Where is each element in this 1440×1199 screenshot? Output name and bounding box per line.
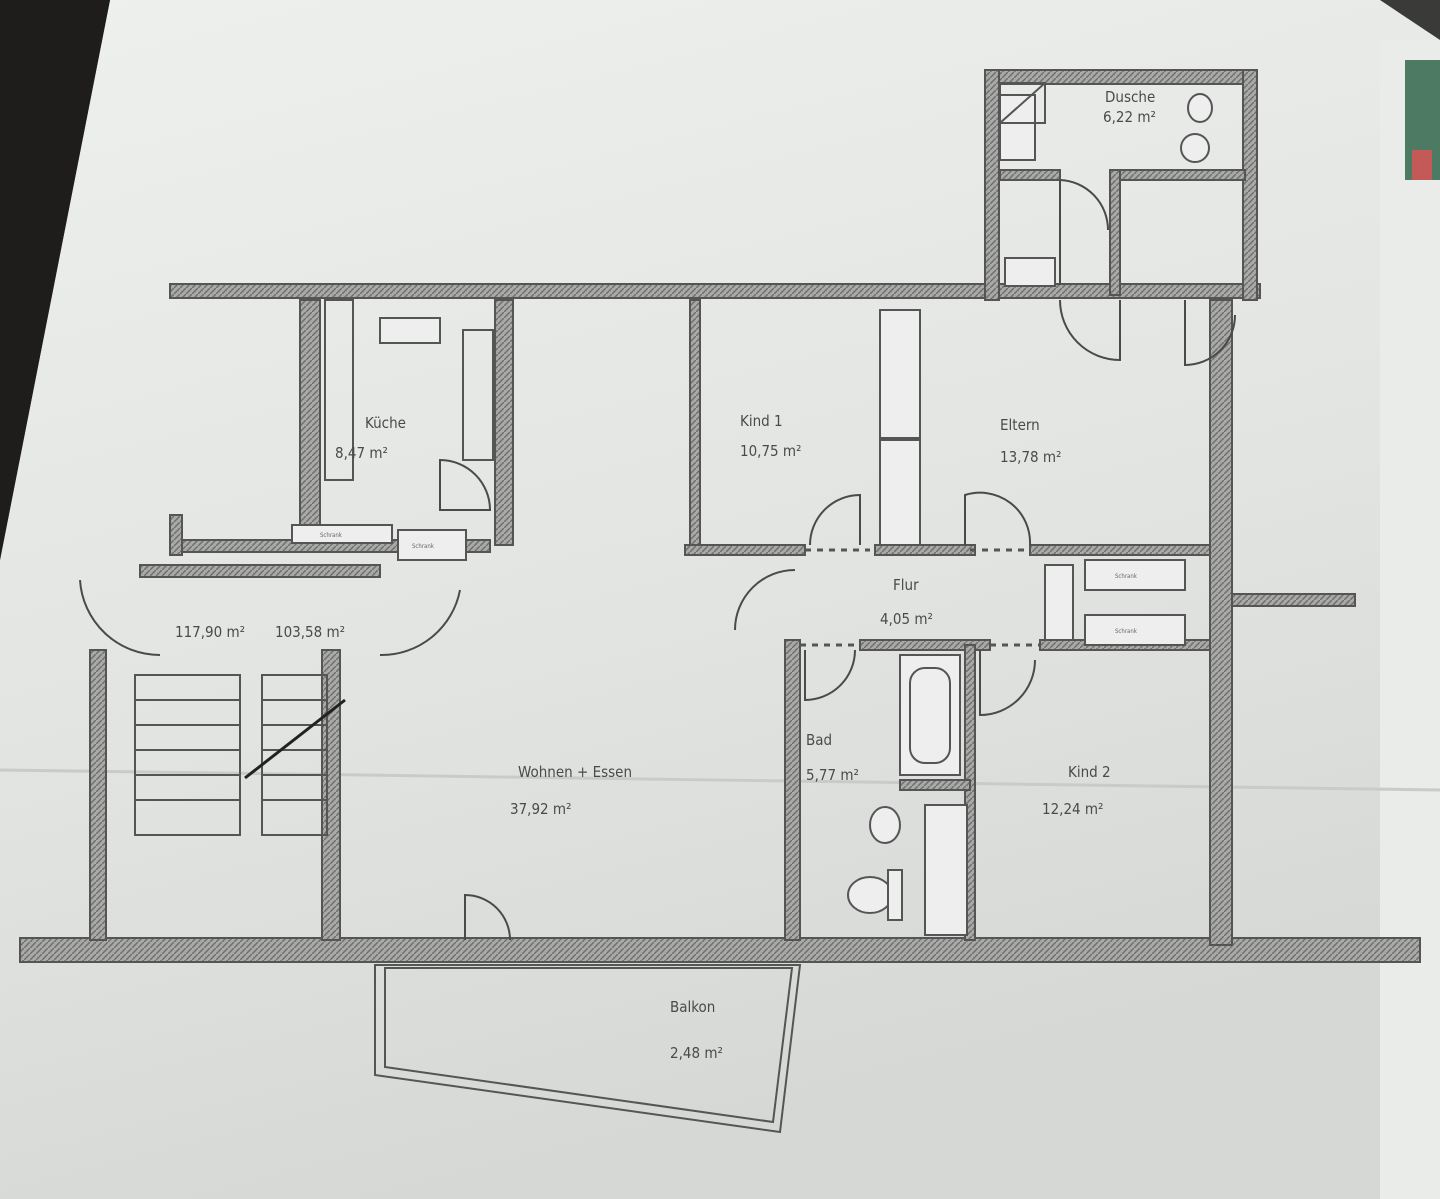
room-area-bad: 5,77 m² [806,766,859,784]
room-name-dusche: Dusche [1105,88,1155,106]
room-area-kind1: 10,75 m² [740,442,801,460]
table-edge [0,0,110,560]
room-name-flur: Flur [893,576,919,594]
room-name-kueche: Küche [365,414,406,432]
room-name-kind1: Kind 1 [740,412,783,430]
doors [464,179,1236,941]
staircase: 117,90 m² 103,58 m² [79,579,461,836]
room-area-wohnen: 37,92 m² [510,800,571,818]
closet-label: Schrank [412,543,435,550]
room-name-wohnen: Wohnen + Essen [518,763,632,781]
total-area-net: 103,58 m² [275,623,345,641]
room-area-eltern: 13,78 m² [1000,448,1061,466]
total-area-gross: 117,90 m² [175,623,245,641]
room-name-balkon: Balkon [670,998,715,1016]
room-area-flur: 4,05 m² [880,610,933,628]
room-name-bad: Bad [806,731,832,749]
room-name-kind2: Kind 2 [1068,763,1111,781]
kitchen-fixtures [324,299,494,511]
walls [19,69,1421,963]
room-area-dusche: 6,22 m² [1103,108,1156,126]
bathroom-fixtures [847,82,1213,921]
room-labels: Küche 8,47 m² Kind 1 10,75 m² Eltern 13,… [335,88,1156,1062]
balcony-outline [374,964,802,1134]
background-paper-red-mark [1412,150,1432,180]
room-area-balkon: 2,48 m² [670,1044,723,1062]
closets: Schrank Schrank Schrank Schrank [291,94,1186,936]
room-area-kind2: 12,24 m² [1042,800,1103,818]
background-paper-right [1380,40,1440,1199]
room-area-kueche: 8,47 m² [335,444,388,462]
room-name-eltern: Eltern [1000,416,1040,434]
closet-label: Schrank [1115,573,1138,580]
closet-label: Schrank [1115,628,1138,635]
closet-label: Schrank [320,532,343,539]
